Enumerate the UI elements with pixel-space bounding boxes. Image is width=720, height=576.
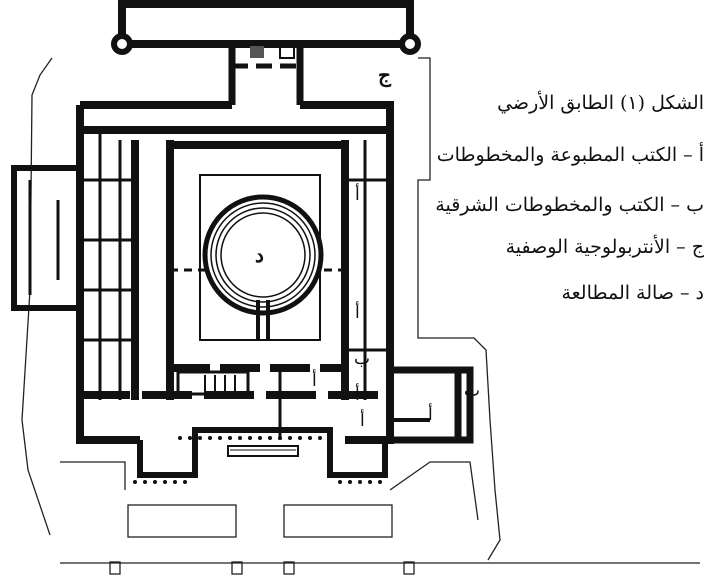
figure-caption: الشكل (١) الطابق الأرضي bbox=[497, 92, 704, 114]
legend-item-a: أ – الكتب المطبوعة والمخطوطات bbox=[436, 144, 704, 166]
label-a-1: أ bbox=[355, 183, 360, 205]
label-b-1: ب bbox=[354, 349, 370, 369]
reading-room bbox=[199, 174, 324, 341]
label-a-6: أ bbox=[428, 403, 433, 425]
east-annex bbox=[390, 366, 474, 444]
label-j: ج bbox=[378, 63, 392, 88]
north-wing bbox=[111, 0, 421, 105]
label-a-3: أ bbox=[312, 369, 317, 391]
label-a-2: أ bbox=[355, 301, 360, 323]
legend-item-b: ب – الكتب والمخطوطات الشرقية bbox=[435, 194, 704, 216]
forecourt bbox=[60, 461, 479, 575]
label-a-4: أ bbox=[355, 383, 360, 405]
label-a-5: أ bbox=[360, 409, 365, 431]
legend-item-j: ج – الأنتربولوجية الوصفية bbox=[505, 236, 704, 258]
west-wing bbox=[11, 165, 83, 311]
stair-block bbox=[176, 370, 250, 396]
legend-item-d: د – صالة المطالعة bbox=[561, 282, 704, 304]
south-colonnade bbox=[133, 427, 388, 484]
label-d: د bbox=[255, 243, 264, 267]
label-b-2: ب bbox=[464, 381, 480, 401]
